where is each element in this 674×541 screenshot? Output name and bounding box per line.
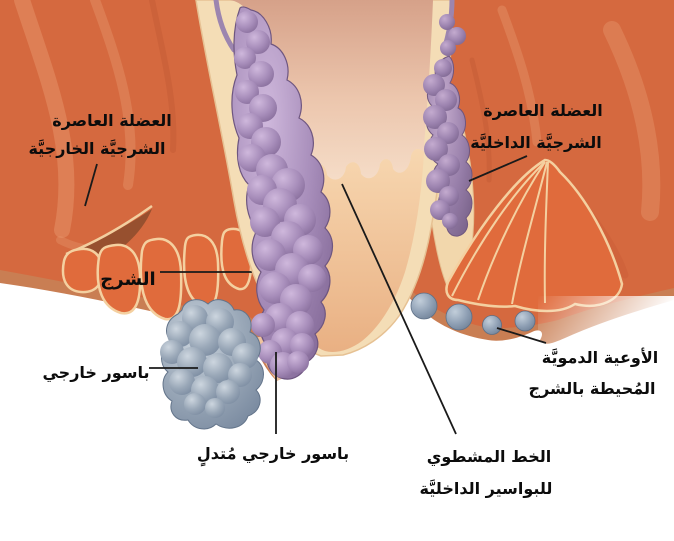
external-hemorrhoid-label: باسور خارجي [42,363,149,383]
pectinate-line-pointer [341,183,457,435]
right-skin-fade [538,296,674,400]
left-external-sphincter-fan [61,227,253,321]
left-muscle-streaks [14,0,177,254]
external-sphincter-label-line1: العضلة العاصرة [52,111,171,130]
internal-sphincter-pointer [468,155,528,182]
perianal-vessels-label-line2: المُحيطة بالشرج [529,379,656,398]
external-hemorrhoid-cluster [160,299,264,430]
right-internal-hemorrhoid-cluster [423,14,473,237]
perianal-vessel-spheres [410,292,536,335]
left-vessel-strand [213,0,237,53]
vessels-pointer [496,327,547,344]
right-muscle-streaks [469,5,661,279]
pectinate-line-label-line1: الخط المشطوي [427,447,552,467]
prolapsed-hemorrhoid-column [231,6,334,380]
pointer-lines [84,155,547,434]
internal-sphincter-label-line1: العضلة العاصرة [483,101,602,120]
external-sphincter-label-line2: الشرجيَّة الخارجيَّة [28,139,165,158]
perianal-vessels-label-line1: الأوعية الدمويَّة [542,348,658,367]
prolapsed-hemorrhoid-label: باسور خارجي مُتدلٍ [197,444,349,467]
internal-sphincter-label-line2: الشرجيَّة الداخليَّة [470,133,602,152]
anus-label: الشرج [100,269,155,290]
external-sphincter-pointer [84,163,98,207]
pectinate-line-label-line2: للبواسير الداخليَّة [420,479,553,498]
